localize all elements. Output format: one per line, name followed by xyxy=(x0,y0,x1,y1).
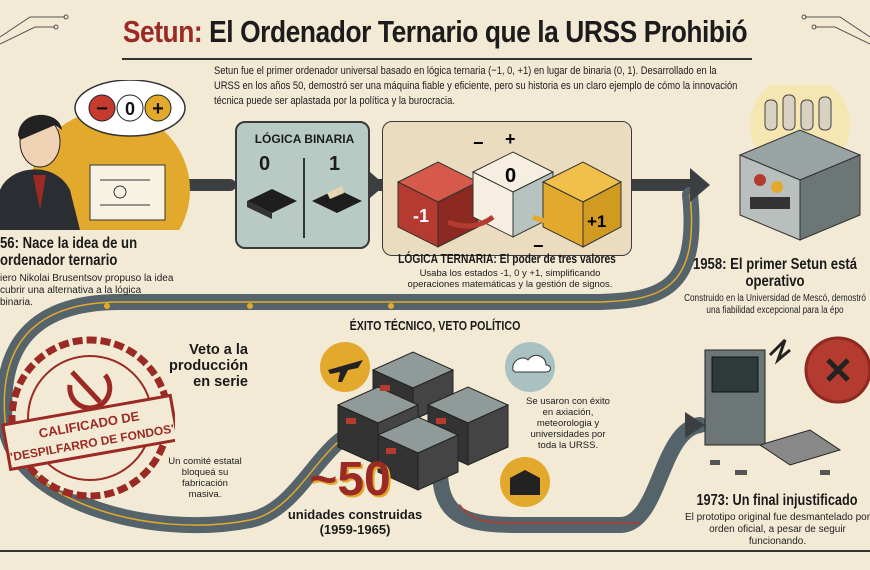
binary-value-1: 1 xyxy=(329,153,341,175)
success-uses-text: Se usaron con éxito en axiación, meteoro… xyxy=(526,396,610,451)
binary-value-0: 0 xyxy=(259,153,271,175)
engineer-illustration: − 0 + xyxy=(0,80,190,230)
milestone-1958-text: Construido en la Universidad de Mescó, d… xyxy=(684,293,866,316)
minus-symbol: − xyxy=(96,98,108,120)
switch-icons xyxy=(247,186,362,219)
veto-title: Veto a la producción en serie xyxy=(169,342,248,390)
title-rest: El Ordenador Ternario que la URSS Prohib… xyxy=(202,14,748,49)
circuit-decoration-left xyxy=(0,14,69,45)
hammer-sickle-icon xyxy=(67,370,113,411)
units-built-label: unidades construidas (1959-1965) xyxy=(287,507,423,537)
ternary-value-plus1: +1 xyxy=(587,212,606,231)
binary-logic-label: LÓGICA BINARIA xyxy=(254,132,355,146)
plus-symbol: + xyxy=(152,98,164,120)
milestone-1958-title: 1958: El primer Setun está operativo xyxy=(692,256,858,290)
dismantled-computer-illustration xyxy=(704,336,870,475)
ternary-logic-panel: − + − -1 0 +1 xyxy=(382,121,632,256)
ternary-logic-text: Usaba los estados -1, 0 y +1, simplifica… xyxy=(407,268,613,290)
title-accent: Setun: xyxy=(122,14,203,49)
milestone-1956-title: 56: Nace la idea de un ordenador ternari… xyxy=(0,235,138,269)
intro-paragraph: Setun fue el primer ordenador universal … xyxy=(214,65,738,107)
rejection-stamp: CALIFICADO DE "DESPILFARRO DE FONDOS" xyxy=(1,336,175,500)
milestone-1973-text: El prototipo original fue desmantelado p… xyxy=(684,512,870,547)
minus-op: − xyxy=(473,133,484,153)
bottom-divider xyxy=(0,550,870,552)
setun-machine-illustration xyxy=(738,85,862,241)
x-mark-icon xyxy=(826,358,850,382)
thought-bubble: − 0 + xyxy=(74,80,186,137)
binary-divider xyxy=(303,158,305,238)
units-built-count: ~50 xyxy=(309,453,391,506)
success-title: ÉXITO TÉCNICO, VETO POLÍTICO xyxy=(349,318,521,333)
veto-text: Un comité estatal bloqueá su fabricación… xyxy=(168,456,242,500)
ternary-value-0: 0 xyxy=(505,165,516,187)
arrow-icon xyxy=(531,209,575,224)
milestone-1956-text: iero Nikolai Brusentsov propuso la idea … xyxy=(0,273,174,308)
page-title: Setun: El Ordenador Ternario que la URSS… xyxy=(65,14,805,50)
binary-logic-panel: LÓGICA BINARIA 0 1 xyxy=(235,121,370,249)
title-divider xyxy=(122,58,752,60)
zero-symbol: 0 xyxy=(125,99,135,119)
arrow-icon xyxy=(447,214,495,229)
server-cluster-illustration xyxy=(320,342,555,507)
plus-op: + xyxy=(505,129,516,149)
ternary-logic-title: LÓGICA TERNARIA: El poder de tres valore… xyxy=(398,252,616,266)
minus-op-bottom: − xyxy=(533,236,544,252)
ternary-value-minus1: -1 xyxy=(413,206,429,226)
milestone-1973-title: 1973: Un final injustificado xyxy=(696,492,858,509)
circuit-decoration-right xyxy=(801,14,870,45)
ternary-cubes: − + − -1 0 +1 xyxy=(396,129,623,252)
